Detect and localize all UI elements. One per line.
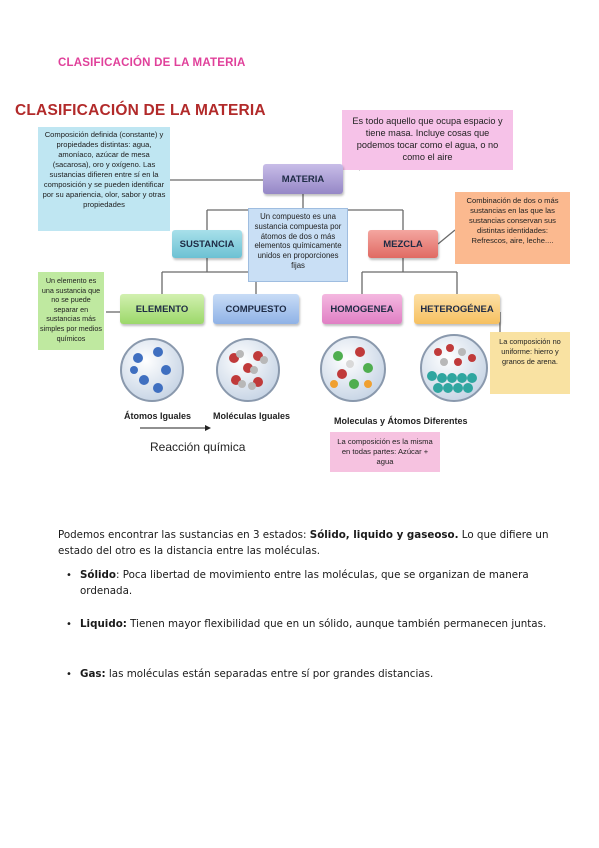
note-heterogenea: La composición no uniforme: hierro y gra… — [490, 332, 570, 394]
note-compuesto: Un compuesto es una sustancia compuesta … — [248, 208, 348, 282]
document-title: CLASIFICACIÓN DE LA MATERIA — [58, 57, 246, 69]
box-sustancia: SUSTANCIA — [172, 230, 242, 258]
intro-paragraph: Podemos encontrar las sustancias en 3 es… — [58, 528, 558, 559]
note-homogenea: La composición es la misma en todas part… — [330, 432, 440, 472]
molecules-illustration — [216, 338, 280, 402]
bullet-symbol: • — [66, 619, 72, 630]
bullet-liquido: • Liquido: Tienen mayor flexibilidad que… — [66, 617, 550, 633]
bullet-text: las moléculas están separadas entre sí p… — [105, 668, 434, 680]
box-compuesto: COMPUESTO — [213, 294, 299, 324]
caption-moleculas-atomos-diferentes: Moleculas y Átomos Diferentes — [334, 416, 468, 426]
atoms-illustration — [120, 338, 184, 402]
mixture-homogeneous-illustration — [320, 336, 386, 402]
bullet-symbol: • — [66, 669, 72, 680]
bullet-solido: • Sólido: Poca libertad de movimiento en… — [66, 568, 550, 599]
caption-reaccion-quimica: Reacción química — [150, 440, 246, 454]
bullet-text: : Poca libertad de movimiento entre las … — [80, 569, 529, 597]
caption-atomos-iguales: Átomos Iguales — [124, 411, 192, 421]
bullet-term: Liquido: — [80, 618, 127, 630]
box-mezcla: MEZCLA — [368, 230, 438, 258]
bullet-term: Sólido — [80, 569, 116, 581]
box-heterogenea: HETEROGÉNEA — [414, 294, 500, 324]
note-sustancia: Composición definida (constante) y propi… — [38, 127, 170, 231]
intro-text-start: Podemos encontrar las sustancias en 3 es… — [58, 529, 310, 541]
note-materia: Es todo aquello que ocupa espacio y tien… — [342, 110, 513, 170]
bullet-text: Tienen mayor flexibilidad que en un sóli… — [126, 618, 547, 630]
box-homogenea: HOMOGENEA — [322, 294, 402, 324]
classification-figure: CLASIFICACIÓN DE LA MATERIA Composición … — [15, 102, 570, 472]
figure-title: CLASIFICACIÓN DE LA MATERIA — [15, 102, 266, 119]
caption-moleculas-iguales: Moléculas Iguales — [213, 411, 291, 421]
box-materia: MATERIA — [263, 164, 343, 194]
note-elemento: Un elemento es una sustancia que no se p… — [38, 272, 104, 350]
intro-text-end: Lo que difiere un estado del otro es la … — [58, 529, 549, 557]
bullet-term: Gas: — [80, 668, 106, 680]
bullet-gas: • Gas: las moléculas están separadas ent… — [66, 667, 550, 683]
mixture-heterogeneous-illustration — [420, 334, 488, 402]
intro-text-states: Sólido, liquido y gaseoso. — [309, 529, 459, 541]
box-elemento: ELEMENTO — [120, 294, 204, 324]
bullet-symbol: • — [66, 570, 72, 581]
note-mezcla: Combinación de dos o más sustancias en l… — [455, 192, 570, 264]
connector-lines — [106, 159, 501, 431]
